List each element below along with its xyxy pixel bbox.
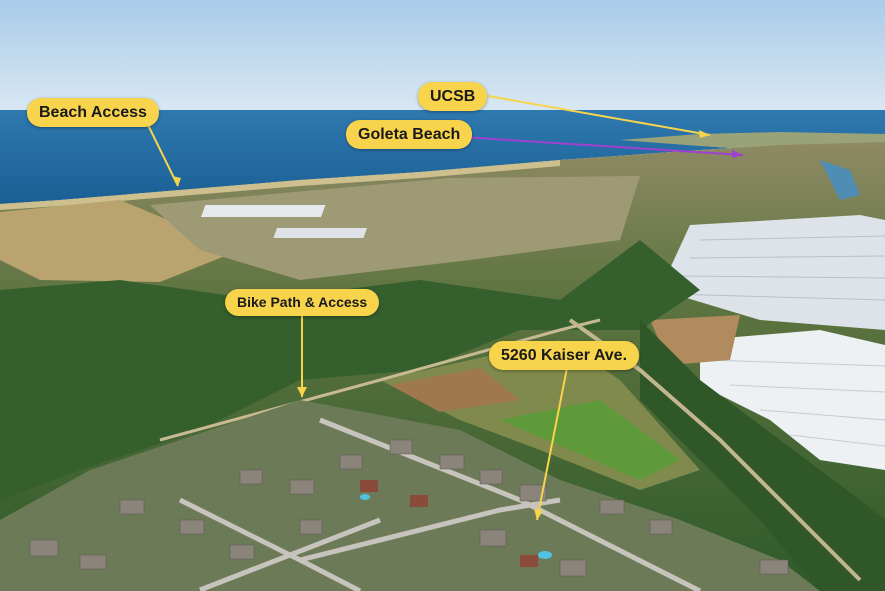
slough — [820, 160, 860, 200]
tree-band-right — [640, 320, 885, 591]
pool — [360, 494, 370, 500]
greenhouse-complex — [660, 215, 885, 330]
callout-label: UCSB — [430, 88, 476, 105]
arrowhead — [172, 176, 181, 186]
ocean — [0, 110, 885, 204]
arrowhead — [534, 509, 543, 520]
nursery-fields — [150, 176, 640, 280]
pointer-ucsb — [487, 95, 711, 136]
callout-goleta-beach: Goleta Beach — [346, 120, 473, 150]
greenhouse-complex — [700, 330, 885, 470]
callout-address: 5260 Kaiser Ave. — [489, 341, 640, 371]
dry-field — [0, 200, 240, 282]
callout-bike-path: Bike Path & Access — [225, 289, 380, 316]
arrowhead — [732, 150, 743, 158]
arrowhead — [297, 387, 307, 397]
pointer-beach-access — [147, 124, 179, 187]
callout-ucsb: UCSB — [418, 82, 488, 112]
farm-field-green — [500, 400, 680, 480]
pointer-address — [536, 367, 568, 521]
greenhouse-row — [201, 205, 326, 217]
arrowhead — [699, 130, 710, 138]
callout-label: Goleta Beach — [358, 126, 461, 143]
callout-label: 5260 Kaiser Ave. — [501, 347, 628, 364]
greenhouse-row — [273, 228, 368, 238]
street — [199, 517, 381, 591]
callout-label: Bike Path & Access — [237, 294, 368, 310]
plowed-field — [390, 368, 520, 412]
beach — [0, 160, 560, 210]
pool — [538, 551, 552, 559]
pointer-goleta-beach — [461, 136, 744, 156]
callout-beach-access: Beach Access — [27, 98, 159, 128]
callout-label: Beach Access — [39, 104, 147, 121]
